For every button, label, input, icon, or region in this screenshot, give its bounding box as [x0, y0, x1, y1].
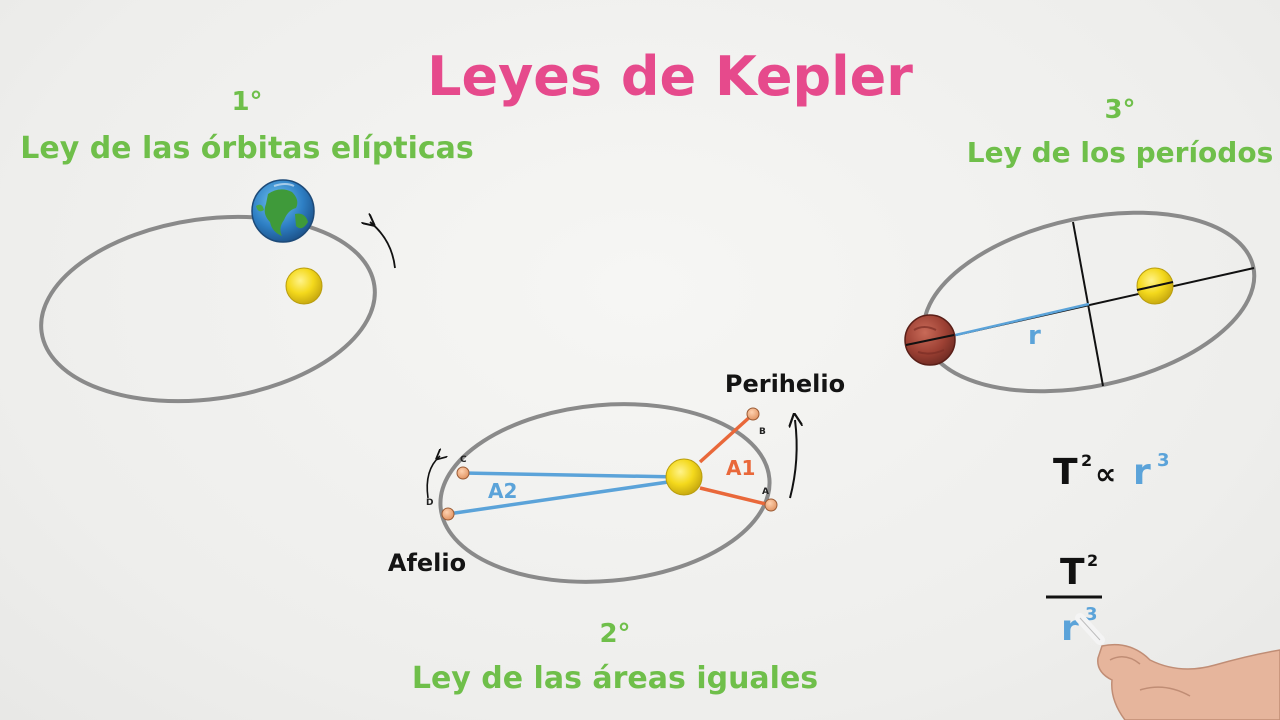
ratio-formula: T 2 r 3 — [1046, 551, 1102, 649]
law2-name: Ley de las áreas iguales — [412, 661, 818, 696]
formula-proportional-symbol: ∝ — [1095, 457, 1116, 492]
page-title: Leyes de Kepler — [427, 45, 913, 108]
fraction-denominator: r — [1061, 608, 1079, 649]
point-a-label: A — [762, 487, 769, 497]
area2-line-bottom — [447, 478, 683, 516]
point-d-marker — [441, 507, 455, 521]
formula-t: T — [1053, 452, 1078, 493]
point-b-label: B — [759, 427, 766, 437]
earth-icon — [251, 179, 315, 243]
area1-line-top — [698, 413, 754, 464]
aphelion-label: Afelio — [388, 549, 466, 577]
point-b-marker — [746, 407, 760, 421]
aphelion-direction-arrow-icon — [426, 456, 440, 499]
major-axis-over-sun — [1136, 281, 1174, 291]
fraction-numerator: T — [1060, 552, 1085, 593]
law1-orbit — [39, 214, 377, 404]
law3-section: 3° Ley de los períodos r T 2 ∝ — [904, 95, 1280, 720]
law1-number: 1° — [231, 87, 262, 117]
law1-name: Ley de las órbitas elípticas — [20, 131, 474, 166]
perihelion-label: Perihelio — [725, 370, 845, 398]
law3-number: 3° — [1104, 95, 1135, 125]
law1-section: 1° Ley de las órbitas elípticas — [20, 87, 474, 404]
formula-t-exponent: 2 — [1081, 451, 1092, 470]
formula-r-exponent: 3 — [1157, 450, 1170, 471]
point-c-marker — [456, 466, 470, 480]
point-a-marker — [764, 498, 778, 512]
area1-line-bottom — [699, 486, 771, 507]
area2-line-top — [462, 471, 681, 479]
perihelion-direction-arrow-icon — [790, 420, 797, 499]
point-c-label: C — [460, 455, 467, 465]
point-d-label: D — [426, 498, 433, 508]
proportionality-formula: T 2 ∝ r 3 — [1053, 450, 1170, 493]
law2-orbit — [438, 402, 772, 584]
radius-line — [933, 302, 1090, 342]
law2-sun-icon — [665, 458, 703, 496]
law3-name: Ley de los períodos — [967, 136, 1273, 169]
mars-icon — [904, 314, 956, 366]
area2-label: A2 — [488, 479, 517, 503]
law3-orbit — [921, 210, 1257, 394]
law1-sun-icon — [285, 267, 323, 305]
area1-label: A1 — [726, 456, 755, 480]
law2-number: 2° — [599, 619, 630, 649]
fraction-numerator-exponent: 2 — [1087, 551, 1098, 570]
law2-section: B A C D A1 A2 Perihelio Afelio 2° Ley de… — [388, 370, 845, 696]
radius-label: r — [1028, 321, 1041, 351]
drawing-hand-icon — [1075, 613, 1280, 720]
formula-r: r — [1133, 452, 1151, 493]
law1-direction-arrow-icon — [370, 222, 396, 269]
